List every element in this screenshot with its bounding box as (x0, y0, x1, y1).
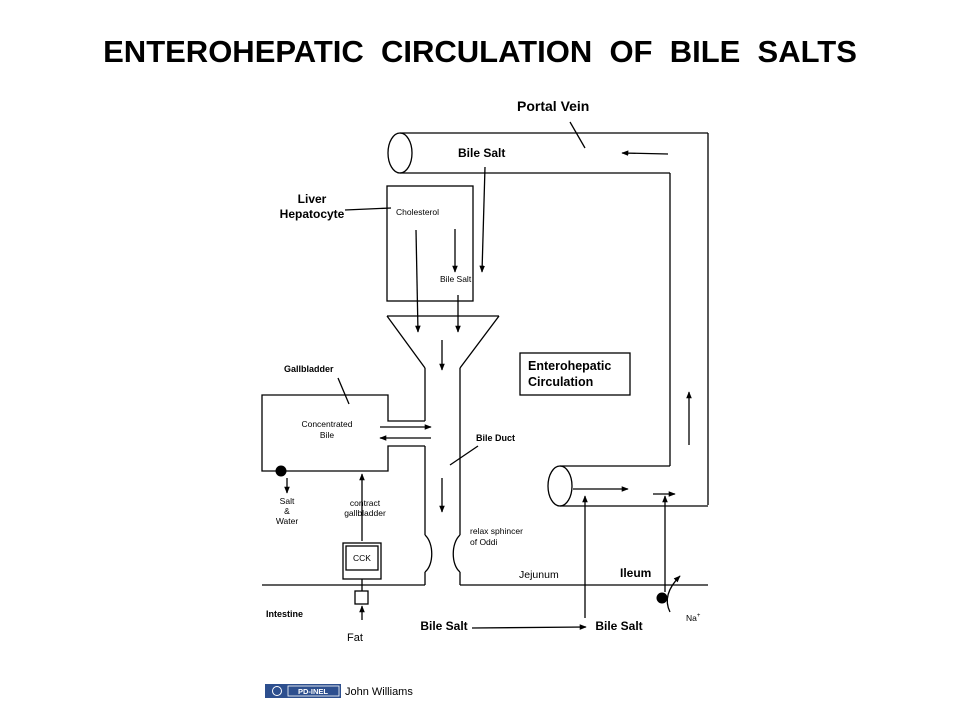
fat-receptor-box (354, 590, 369, 605)
bile-salt-bottom-left-label: Bile Salt (420, 619, 467, 633)
fat-label: Fat (347, 632, 363, 644)
enterohepatic-label-line1: Enterohepatic (528, 359, 611, 373)
bile-duct-funnel (386, 315, 500, 585)
relax-sphincter-label-line1: relax sphincer (470, 526, 523, 536)
portal-vein-label: Portal Vein (517, 98, 589, 114)
bottom-bile-salt-arrow (471, 624, 587, 630)
liver-to-duct-arrow-left (415, 229, 421, 333)
jejunum-label: Jejunum (519, 569, 559, 581)
cck-label: CCK (353, 553, 371, 563)
concentrated-bile-label-line2: Bile (320, 430, 334, 440)
salt-water-label-line1: Salt (280, 496, 295, 506)
page-title: ENTEROHEPATIC CIRCULATION OF BILE SALTS (103, 34, 857, 69)
salt-water-label-line2: & (284, 506, 290, 516)
salt-water-label-line3: Water (276, 516, 299, 526)
portal-vein-pointer (569, 121, 586, 149)
author-credit: John Williams (345, 686, 413, 698)
gallbladder-label: Gallbladder (284, 364, 334, 374)
bile-salt-top-label: Bile Salt (458, 146, 505, 160)
relax-sphincter-label-line2: of Oddi (470, 537, 498, 547)
bile-duct-pointer (449, 445, 479, 466)
gallbladder-outline (261, 394, 425, 472)
portal-flow-arrow (621, 150, 669, 156)
concentrated-bile-label-line1: Concentrated (301, 419, 352, 429)
contract-label-line2: gallbladder (344, 508, 386, 518)
sodium-label: Na+ (686, 613, 701, 623)
ileum-transporter-dot (656, 592, 668, 604)
bile-duct-label: Bile Duct (476, 433, 515, 443)
enterohepatic-label-line2: Circulation (528, 375, 593, 389)
bile-salt-into-liver-arrow (479, 166, 486, 273)
liver-label: Liver (298, 192, 327, 206)
intestine-label: Intestine (266, 609, 303, 619)
liver-pointer (344, 207, 392, 211)
portal-vein (387, 132, 709, 507)
badge-text: PD-INEL (298, 687, 328, 696)
cholesterol-label: Cholesterol (396, 207, 439, 217)
sodium-cotransport-arrow (666, 575, 681, 613)
license-badge: PD-INEL (265, 684, 341, 698)
ileum-label: Ileum (620, 566, 651, 580)
contract-label-line1: contract (350, 498, 381, 508)
gallbladder-pointer (337, 377, 350, 405)
bile-salt-bottom-right-label: Bile Salt (595, 619, 642, 633)
hepatocyte-label: Hepatocyte (280, 207, 345, 221)
liver-hepatocyte-box (386, 185, 474, 302)
enterohepatic-box (519, 352, 631, 396)
bile-salt-liver-label: Bile Salt (440, 274, 472, 284)
cck-box-inner (345, 545, 379, 571)
gallbladder-pump-dot (275, 465, 287, 477)
